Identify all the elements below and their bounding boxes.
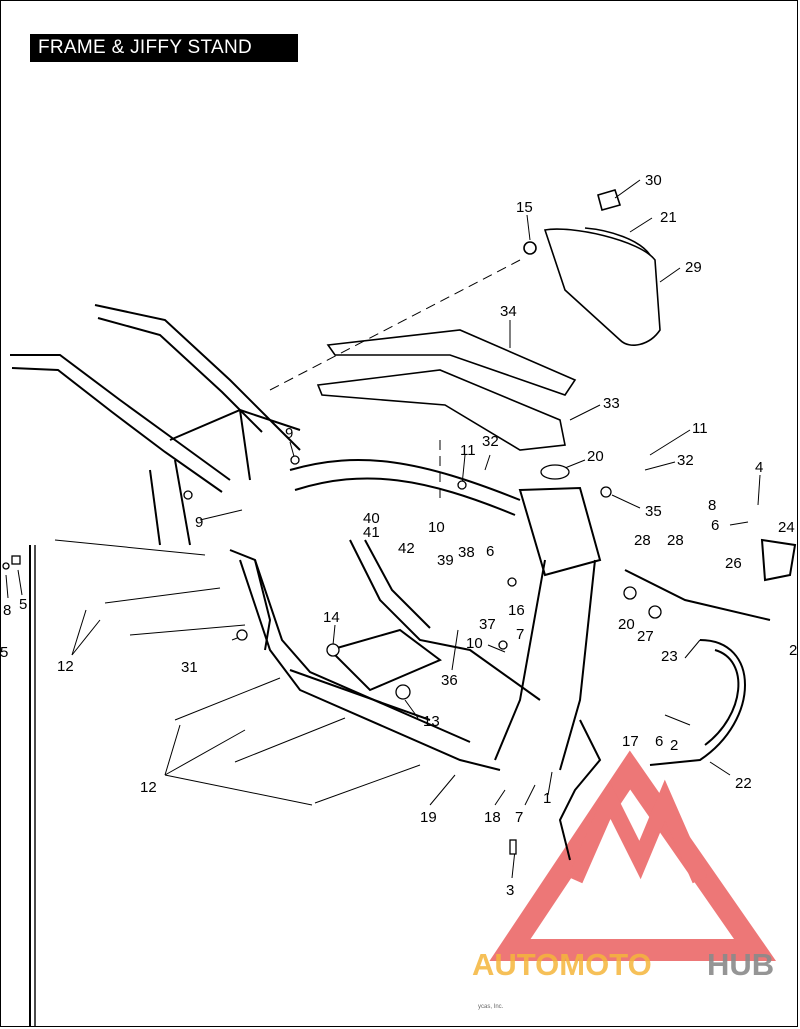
callout-10: 10	[466, 635, 483, 652]
callout-37: 37	[479, 616, 496, 633]
callout-2: 2	[789, 642, 797, 659]
callout-18: 18	[484, 809, 501, 826]
callout-32: 32	[482, 433, 499, 450]
callout-12: 12	[140, 779, 157, 796]
bolt-lines	[54, 539, 421, 804]
callout-28: 28	[667, 532, 684, 549]
callout-3: 3	[506, 882, 514, 899]
leader-lines	[5, 179, 761, 879]
callout-28: 28	[634, 532, 651, 549]
motorcycle-frame	[10, 304, 797, 861]
callout-labels: 30 15 21 29 34 33 9 11 32 20 11 32 4 8 6…	[0, 172, 797, 899]
callout-36: 36	[441, 672, 458, 689]
callout-13: 13	[423, 713, 440, 730]
callout-7: 7	[515, 809, 523, 826]
reference-lines	[269, 259, 521, 500]
footer-copyright: ycas, Inc.	[478, 1004, 504, 1010]
callout-6: 6	[486, 543, 494, 560]
callout-7: 7	[516, 626, 524, 643]
watermark-text: AUTOMOTO HUB	[472, 947, 774, 982]
callout-33: 33	[603, 395, 620, 412]
callout-23: 23	[661, 648, 678, 665]
small-fasteners	[2, 455, 662, 855]
callout-1: 1	[543, 790, 551, 807]
callout-32: 32	[677, 452, 694, 469]
callout-9: 9	[285, 425, 293, 442]
callout-9: 9	[195, 514, 203, 531]
callout-5: 5	[0, 644, 8, 661]
callout-20: 20	[618, 616, 635, 633]
callout-8: 8	[708, 497, 716, 514]
callout-6: 6	[655, 733, 663, 750]
callout-6: 6	[711, 517, 719, 534]
callout-4: 4	[755, 459, 763, 476]
callout-31: 31	[181, 659, 198, 676]
callout-21: 21	[660, 209, 677, 226]
callout-30: 30	[645, 172, 662, 189]
callout-17: 17	[622, 733, 639, 750]
callout-26: 26	[725, 555, 742, 572]
callout-20: 20	[587, 448, 604, 465]
callout-12: 12	[57, 658, 74, 675]
callout-5: 5	[19, 596, 27, 613]
callout-15: 15	[516, 199, 533, 216]
callout-8: 8	[3, 602, 11, 619]
callout-41: 41	[363, 524, 380, 541]
callout-38: 38	[458, 544, 475, 561]
callout-10: 10	[428, 519, 445, 536]
callout-14: 14	[323, 609, 340, 626]
side-cover-parts	[316, 189, 661, 451]
page-title: FRAME & JIFFY STAND	[30, 34, 298, 62]
inset-border	[29, 545, 36, 1027]
callout-40: 40	[363, 510, 380, 527]
callout-16: 16	[508, 602, 525, 619]
callout-35: 35	[645, 503, 662, 520]
callout-27: 27	[637, 628, 654, 645]
callout-11: 11	[692, 420, 708, 437]
callout-11: 11	[460, 442, 476, 459]
callout-2: 2	[670, 737, 678, 754]
callout-19: 19	[420, 809, 437, 826]
callout-29: 29	[685, 259, 702, 276]
callout-42: 42	[398, 540, 415, 557]
callout-22: 22	[735, 775, 752, 792]
callout-39: 39	[437, 552, 454, 569]
watermark-part2: HUB	[707, 947, 774, 982]
callout-24: 24	[778, 519, 795, 536]
watermark-part1: AUTOMOTO	[472, 947, 652, 982]
callout-34: 34	[500, 303, 517, 320]
